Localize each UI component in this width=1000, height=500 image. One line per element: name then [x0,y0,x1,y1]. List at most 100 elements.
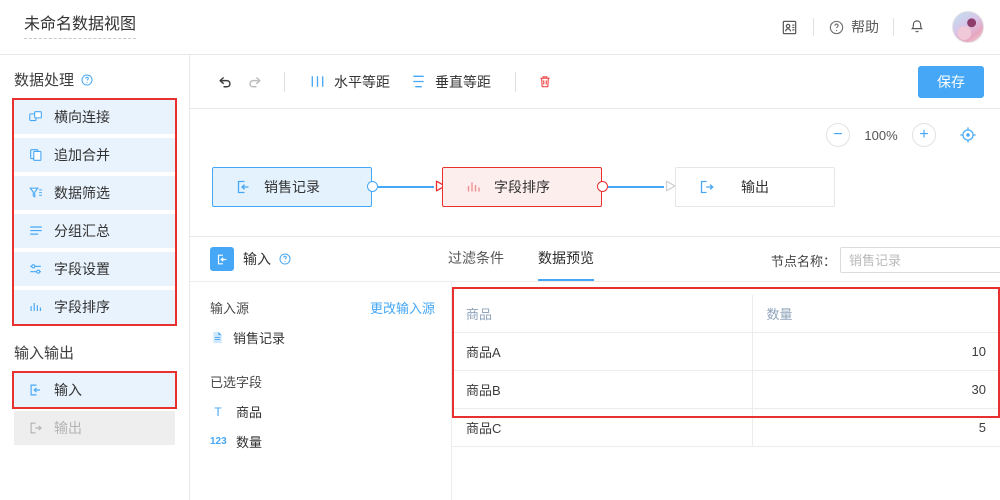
redo-button[interactable] [240,67,270,97]
field-item-quantity[interactable]: 123 数量 [210,432,435,451]
sidebar-group-io: 输入 输出 [0,371,189,445]
flow-node-field-sort[interactable]: 字段排序 [442,167,602,207]
sidebar-section-title-io: 输入输出 [0,328,189,373]
flow-node-output[interactable]: 输出 [675,167,835,207]
flow-canvas[interactable]: − 100% + 销售记录 [190,109,1000,237]
sidebar-item-label: 数据筛选 [54,185,110,201]
input-source-section: 输入源 更改输入源 销售记录 已选字段 T 商 [190,282,452,500]
distribute-horizontal-button[interactable]: 水平等距 [299,67,400,97]
panel-title: 输入 [243,251,271,267]
input-source-file[interactable]: 销售记录 [210,328,435,347]
sidebar-item-data-filter[interactable]: 数据筛选 [14,176,175,210]
cell-quantity: 30 [751,370,1000,409]
toolbar-divider-1 [284,71,285,92]
header-actions: 帮助 [766,0,984,54]
flow-node-label: 销售记录 [264,179,320,195]
input-icon [210,247,234,271]
sidebar-group-data-processing: 横向连接 追加合并 数据筛选 [0,98,189,326]
canvas-toolbar: 水平等距 垂直等距 保存 [190,55,1000,109]
help-label: 帮助 [851,19,879,35]
node-output-port-field-sort[interactable] [597,181,608,192]
flow-link-1 [378,186,434,188]
help-button[interactable]: 帮助 [814,12,893,42]
notifications-button[interactable] [894,12,940,42]
node-name-input[interactable] [840,247,1000,273]
field-sort-icon [465,178,483,196]
cell-quantity: 10 [751,332,1000,371]
input-source-row: 输入源 更改输入源 [210,298,435,317]
sidebar-item-label: 横向连接 [54,109,110,125]
output-icon [28,420,44,436]
zoom-out-button[interactable]: − [826,123,850,147]
header-divider-2 [893,18,894,36]
fit-to-screen-button[interactable] [958,125,978,145]
cell-product: 商品B [452,370,752,409]
text-type-icon: T [214,404,222,419]
sidebar: 数据处理 横向连接 [0,55,190,500]
zoom-in-button[interactable]: + [912,123,936,147]
question-circle-icon [828,19,845,36]
fit-to-screen-icon [958,125,978,145]
table-header-row: 商品 数量 [452,295,1000,333]
trash-icon [536,73,554,91]
sidebar-item-append-merge[interactable]: 追加合并 [14,138,175,172]
input-source-label: 输入源 [210,301,250,316]
flow-node-input[interactable]: 销售记录 [212,167,372,207]
tab-filter-conditions[interactable]: 过滤条件 [448,250,504,266]
page-title[interactable]: 未命名数据视图 [24,15,137,39]
input-icon [28,382,44,398]
sidebar-item-label: 追加合并 [54,147,110,163]
input-source-file-name: 销售记录 [233,331,286,346]
question-circle-icon[interactable] [80,73,94,87]
sidebar-section-title-data-processing: 数据处理 [0,55,189,100]
field-item-product[interactable]: T 商品 [210,402,435,421]
input-icon [235,178,253,196]
table-row: 商品C 5 [452,408,1000,447]
undo-icon [216,73,234,91]
sidebar-item-input[interactable]: 输入 [14,373,175,407]
tab-data-preview[interactable]: 数据预览 [538,248,594,281]
sidebar-item-label: 分组汇总 [54,223,110,239]
change-input-source-link[interactable]: 更改输入源 [369,301,435,316]
node-name-field-group: 节点名称： [771,247,1000,273]
flow-link-2 [608,186,664,188]
filter-icon [28,185,44,201]
column-header-quantity[interactable]: 数量 [751,295,1000,333]
header-divider-1 [813,18,814,36]
number-type-icon: 123 [210,436,227,447]
file-icon [210,330,225,345]
sidebar-item-join-horizontal[interactable]: 横向连接 [14,100,175,134]
zoom-controls: − 100% + [826,123,978,147]
node-name-label: 节点名称： [770,253,836,269]
sidebar-section-label: 输入输出 [14,345,75,362]
table-row: 商品A 10 [452,332,1000,371]
toolbar-divider-2 [515,71,516,92]
distribute-horizontal-icon [309,73,326,90]
field-name: 数量 [236,435,263,450]
selected-fields-label: 已选字段 [210,375,263,390]
node-output-port-input[interactable] [367,181,378,192]
sidebar-item-group-summary[interactable]: 分组汇总 [14,214,175,248]
join-horizontal-icon [28,109,44,125]
avatar[interactable] [952,11,984,43]
contact-card-button[interactable] [766,12,813,42]
column-header-product[interactable]: 商品 [452,295,752,333]
flow-arrow-2 [664,179,678,193]
save-button[interactable]: 保存 [918,65,984,98]
group-summary-icon [28,223,44,239]
flow-node-label: 输出 [741,179,769,195]
undo-button[interactable] [210,67,240,97]
data-preview-table: 商品 数量 商品A 10 商品B 30 [452,295,1000,447]
delete-button[interactable] [530,67,560,97]
distribute-vertical-label: 垂直等距 [435,73,491,90]
sidebar-section-label: 数据处理 [14,72,75,89]
panel-header: 输入 过滤条件 数据预览 节点名称： [190,237,1000,282]
sidebar-item-field-settings[interactable]: 字段设置 [14,252,175,286]
sidebar-item-field-sort[interactable]: 字段排序 [14,290,175,324]
field-name: 商品 [236,405,263,420]
output-icon [698,178,716,196]
distribute-vertical-button[interactable]: 垂直等距 [400,67,501,97]
sidebar-item-label: 输入 [54,382,82,398]
field-settings-icon [28,261,44,277]
question-circle-icon[interactable] [278,252,292,266]
